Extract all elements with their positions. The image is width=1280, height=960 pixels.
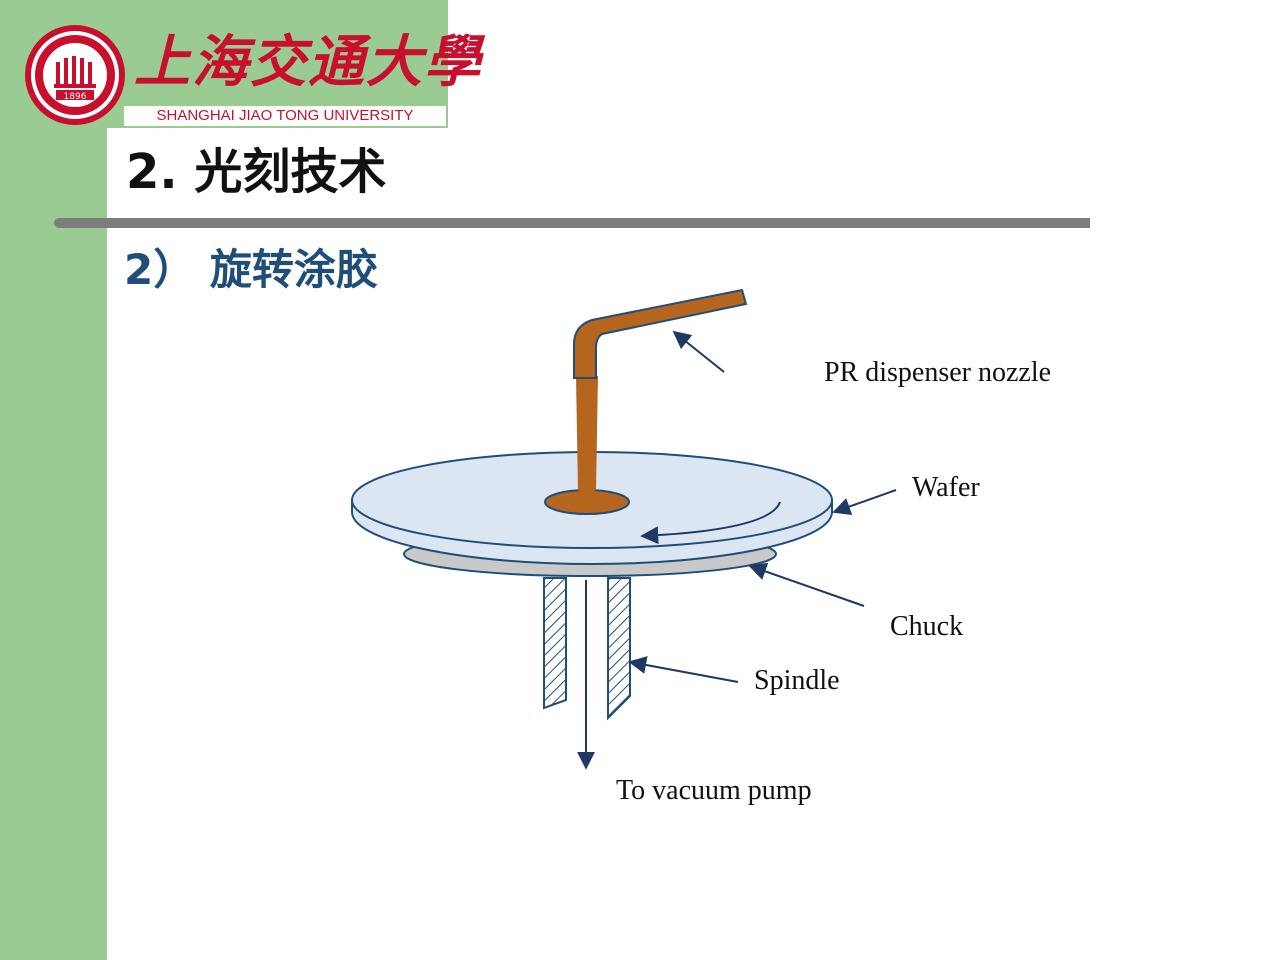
wafer-pointer-arrow [832, 489, 897, 516]
chuck-label: Chuck [890, 611, 963, 642]
nozzle-pointer-arrow [672, 330, 725, 373]
dispenser-nozzle [573, 288, 748, 379]
rotation-arrow [640, 501, 781, 545]
wafer-label: Wafer [912, 472, 980, 503]
vacuum-pump-label: To vacuum pump [616, 775, 812, 806]
left-side-band [0, 0, 107, 960]
university-logo: 1896 上海交通大學 SHANGHAI JIAO TONG UNIVERSIT… [22, 22, 480, 128]
seal-year: 1896 [64, 92, 87, 102]
university-name-en: SHANGHAI JIAO TONG UNIVERSITY [124, 106, 446, 126]
title-divider [54, 218, 1090, 228]
nozzle-label: PR dispenser nozzle [824, 357, 1051, 388]
spindle-label: Spindle [754, 665, 840, 696]
slide-subtitle: 2） 旋转涂胶 [124, 245, 378, 294]
university-seal-icon: 1896 [25, 25, 125, 125]
spindle-pointer-arrow [628, 656, 739, 683]
photoresist-stream [576, 376, 598, 495]
university-name-cn: 上海交通大學 [134, 29, 482, 95]
spindle [543, 577, 631, 721]
slide-title: 2. 光刻技术 [126, 144, 387, 200]
chuck-pointer-arrow [748, 562, 865, 607]
